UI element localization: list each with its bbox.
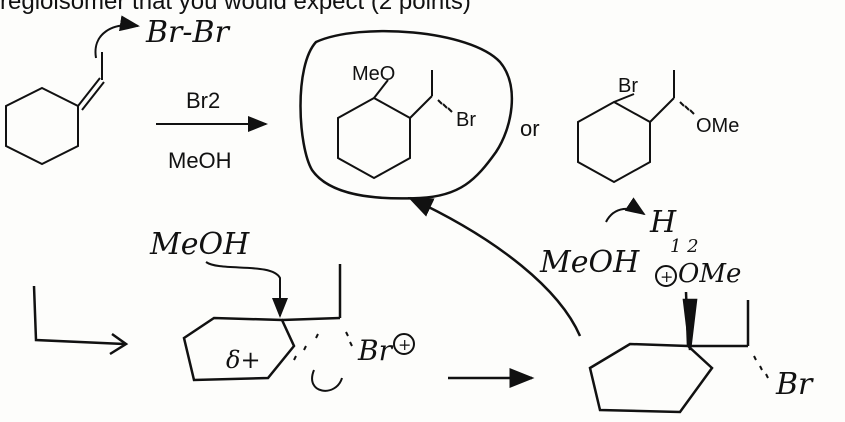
proton-pair-label: 1 2 bbox=[670, 236, 699, 257]
circled-product-chain-bond bbox=[409, 95, 433, 119]
alternative-product-chain-bond bbox=[649, 97, 675, 123]
bromonium-curl-arrow bbox=[311, 369, 343, 392]
oxonium-charge-circle bbox=[655, 265, 677, 287]
alternative-product-ome-label: OMe bbox=[696, 115, 739, 137]
oxonium-charge-label: + bbox=[660, 267, 673, 286]
mechanism-l-arrow-head bbox=[109, 332, 129, 356]
circled-product-ring bbox=[337, 96, 411, 180]
alternative-product-ring bbox=[577, 100, 651, 184]
proton-label: H bbox=[649, 205, 677, 240]
or-label: or bbox=[520, 116, 540, 141]
alternative-product-br-label: Br bbox=[618, 75, 638, 97]
bromonium-chain-bond bbox=[281, 316, 341, 322]
bromine-charge-circle bbox=[393, 333, 415, 355]
alkene-double-bond-b bbox=[81, 81, 105, 111]
alternative-product-br-bond bbox=[613, 93, 635, 103]
mechanism-l-arrow bbox=[32, 285, 125, 346]
alkene-attack-arrow bbox=[94, 15, 140, 59]
circled-product bbox=[337, 70, 453, 180]
oxonium-intermediate bbox=[588, 291, 769, 414]
circled-product-hash-2 bbox=[442, 103, 448, 109]
bromonium-intermediate bbox=[182, 264, 353, 392]
cutoff-header: regioisomer that you would expect (2 poi… bbox=[0, 0, 845, 20]
reagent-br2-label: Br2 bbox=[186, 88, 220, 113]
oxonium-wedge-bond bbox=[682, 298, 698, 351]
bromonium-ring bbox=[182, 316, 296, 382]
bromine-charge-label: + bbox=[398, 335, 411, 354]
dibromine-label: Br-Br bbox=[145, 15, 231, 50]
oxonium-ring bbox=[588, 342, 714, 414]
oxonium-oxygen-label: OMe bbox=[678, 259, 741, 289]
bromine-ion-label: Br bbox=[357, 334, 394, 367]
circled-product-br-label: Br bbox=[456, 109, 476, 131]
alternative-product-hash-3 bbox=[689, 109, 695, 115]
product-selection-circle[interactable] bbox=[299, 29, 514, 200]
alternative-product-hash-2 bbox=[684, 105, 690, 111]
circled-product-meo-label: MeO bbox=[352, 63, 395, 85]
cutoff-header-text: regioisomer that you would expect (2 poi… bbox=[0, 0, 471, 15]
bromonium-hash-right bbox=[345, 331, 353, 347]
oxonium-hash bbox=[753, 355, 769, 379]
deprotonation-return-arrow bbox=[407, 196, 582, 337]
alkene-cyclohexane-ring bbox=[5, 86, 79, 166]
methanol-left-attack-arrow bbox=[205, 261, 288, 318]
bromonium-hash-left bbox=[293, 333, 319, 361]
alternative-product bbox=[577, 70, 695, 184]
alternative-product-hash-1 bbox=[679, 101, 685, 107]
partial-positive-label: δ+ bbox=[226, 346, 261, 374]
methanol-left-label: MeOH bbox=[149, 227, 250, 262]
methanol-right-label: MeOH bbox=[539, 245, 640, 280]
circled-product-hash-1 bbox=[437, 99, 443, 105]
final-bromine-label: Br bbox=[775, 367, 814, 402]
circled-product-meo-bond bbox=[373, 79, 389, 99]
starting-alkene bbox=[5, 52, 105, 166]
methanol-right-proton-arrow bbox=[605, 197, 646, 223]
alkene-double-bond-a bbox=[77, 77, 101, 107]
reagent-meoh-label: MeOH bbox=[168, 148, 232, 173]
circled-product-hash-3 bbox=[447, 107, 453, 113]
